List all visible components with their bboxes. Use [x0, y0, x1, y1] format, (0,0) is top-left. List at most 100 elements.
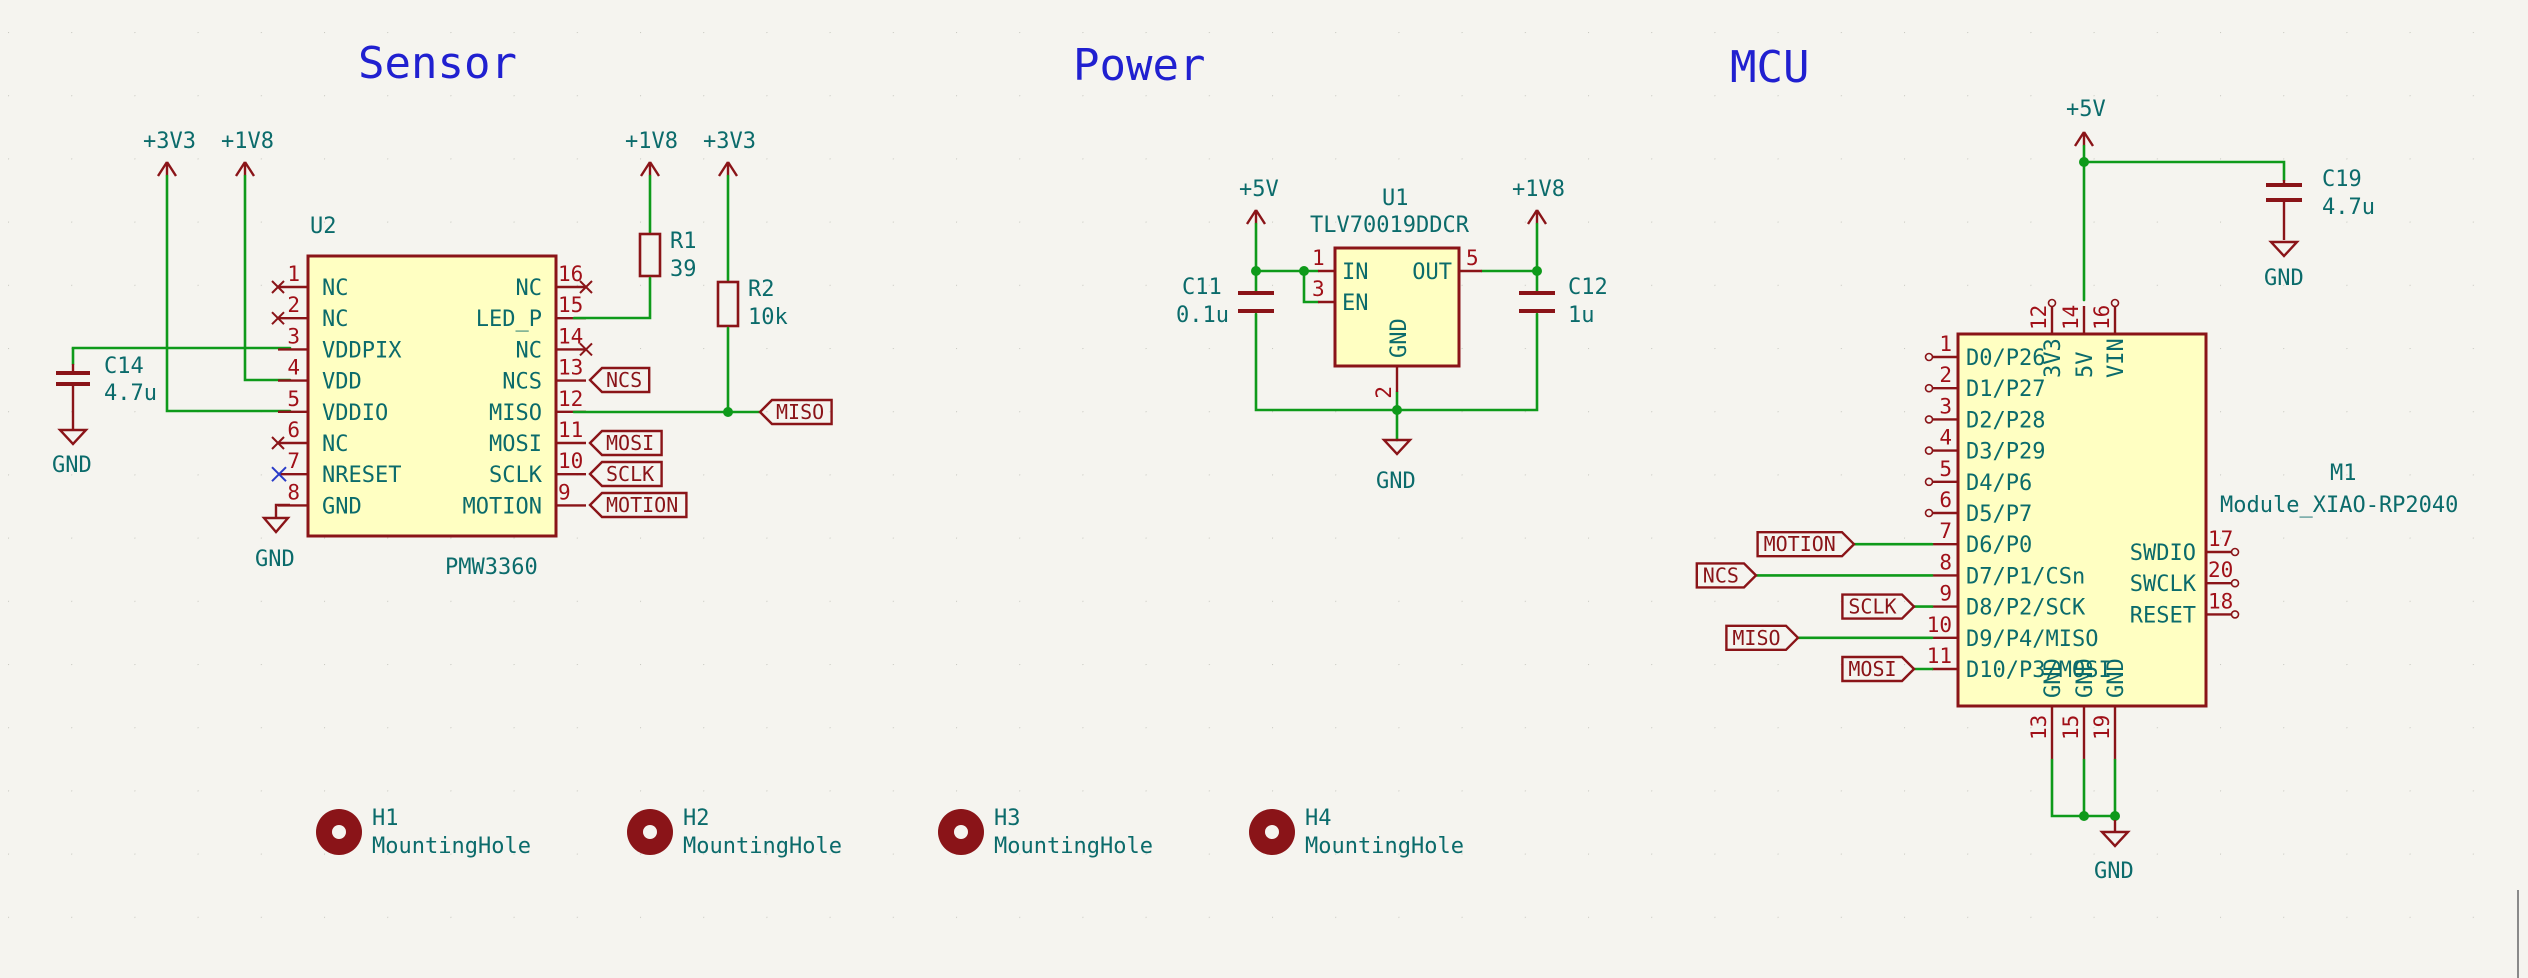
capacitor-c19[interactable]: C19 4.7u — [2266, 167, 2375, 240]
net-label-mcu-sclk[interactable]: SCLK — [1841, 593, 1916, 620]
wire-1v8-vdd — [243, 174, 292, 382]
svg-text:6: 6 — [287, 418, 300, 442]
u2-pin-6[interactable]: 6NC — [271, 418, 349, 457]
m1-pin-8[interactable]: 8D7/P1/CSn — [1932, 550, 2085, 589]
m1-pin-5[interactable]: 5D4/P6 — [1924, 457, 2033, 496]
m1-pin-3[interactable]: 3D2/P28 — [1924, 394, 2046, 433]
net-label-sclk[interactable]: SCLK — [588, 460, 663, 488]
svg-text:NCS: NCS — [502, 370, 542, 395]
module-m1-xiao-rp2040[interactable]: M1 Module_XIAO-RP2040 1D0/P262D1/P273D2/… — [1924, 298, 2459, 761]
power-symbol-1v8-left[interactable]: +1V8 — [221, 129, 274, 177]
svg-text:EN: EN — [1342, 291, 1369, 316]
svg-text:GND: GND — [322, 494, 362, 519]
m1-pin-9[interactable]: 9D8/P2/SCK — [1932, 582, 2086, 621]
u2-pin-1[interactable]: 1NC — [271, 262, 349, 301]
ic-u1-body — [1333, 246, 1461, 368]
no-connect-icon — [271, 311, 285, 325]
m1-pin-7[interactable]: 7D6/P0 — [1932, 519, 2032, 558]
wire-5v-c19 — [2082, 144, 2286, 302]
power-symbol-5v-power[interactable]: +5V — [1239, 177, 1279, 225]
gnd-symbol-u2[interactable]: GND — [255, 503, 295, 572]
gnd-symbol-c19[interactable]: GND — [2264, 240, 2304, 291]
junction-5v-mcu — [2079, 157, 2089, 167]
m1-pin-2[interactable]: 2D1/P27 — [1924, 363, 2046, 402]
net-label-mcu-ncs[interactable]: NCS — [1695, 562, 1758, 589]
capacitor-c14[interactable]: C14 4.7u — [56, 354, 157, 428]
svg-text:1: 1 — [1312, 246, 1325, 270]
svg-text:19: 19 — [2090, 715, 2114, 740]
svg-text:16: 16 — [558, 262, 583, 286]
net-label-ncs[interactable]: NCS — [588, 366, 651, 394]
capacitor-c12[interactable]: C12 1u — [1519, 275, 1608, 328]
resistor-r2[interactable]: R2 10k — [716, 277, 788, 330]
net-label-miso[interactable]: MISO — [758, 398, 833, 426]
svg-text:NCS: NCS — [1703, 563, 1739, 587]
gnd-symbol-power[interactable]: GND — [1376, 438, 1416, 494]
svg-text:PMW3360: PMW3360 — [445, 555, 538, 580]
power-symbol-3v3-right[interactable]: +3V3 — [703, 129, 756, 177]
ic-u2-pmw3360[interactable]: U2 PMW3360 1NC2NC3VDDPIX4VDD5VDDIO6NC7NR… — [271, 214, 593, 580]
power-symbol-1v8-power[interactable]: +1V8 — [1512, 177, 1565, 225]
svg-text:VDDPIX: VDDPIX — [322, 338, 402, 363]
u1-pin-1[interactable]: 1IN — [1312, 246, 1369, 285]
svg-text:0.1u: 0.1u — [1176, 303, 1229, 328]
svg-text:7: 7 — [287, 449, 300, 473]
net-label-mcu-miso[interactable]: MISO — [1725, 624, 1800, 651]
resistor-r1[interactable]: R1 39 — [638, 229, 697, 282]
u2-pin-2[interactable]: 2NC — [271, 293, 349, 332]
net-label-motion[interactable]: MOTION — [588, 491, 688, 519]
svg-text:9: 9 — [1939, 582, 1952, 606]
svg-text:D2/P28: D2/P28 — [1966, 408, 2045, 433]
net-label-mosi[interactable]: MOSI — [588, 429, 663, 457]
svg-text:H2: H2 — [683, 806, 710, 831]
m1-pin-6[interactable]: 6D5/P7 — [1924, 488, 2033, 527]
svg-text:OUT: OUT — [1412, 260, 1452, 285]
m1-pin-4[interactable]: 4D3/P29 — [1924, 426, 2046, 465]
net-label-mcu-mosi[interactable]: MOSI — [1841, 655, 1916, 683]
gnd-symbol-mcu[interactable]: GND — [2094, 820, 2134, 884]
power-symbol-5v-mcu[interactable]: +5V — [2066, 97, 2106, 147]
power-symbol-3v3-left[interactable]: +3V3 — [143, 129, 196, 177]
svg-text:D7/P1/CSn: D7/P1/CSn — [1966, 564, 2085, 589]
power-symbol-1v8-right[interactable]: +1V8 — [625, 129, 678, 177]
capacitor-c11[interactable]: C11 0.1u — [1176, 275, 1274, 328]
u1-pin-3[interactable]: 3EN — [1312, 277, 1369, 316]
net-label-mcu-motion[interactable]: MOTION — [1756, 531, 1856, 558]
m1-pin-1[interactable]: 1D0/P26 — [1924, 332, 2046, 371]
svg-text:MountingHole: MountingHole — [994, 834, 1153, 859]
svg-text:MountingHole: MountingHole — [372, 834, 531, 859]
svg-text:VDD: VDD — [322, 370, 362, 395]
gnd-symbol-c14[interactable]: GND — [52, 428, 92, 478]
junction-gnd-mcu-b — [2110, 811, 2120, 821]
